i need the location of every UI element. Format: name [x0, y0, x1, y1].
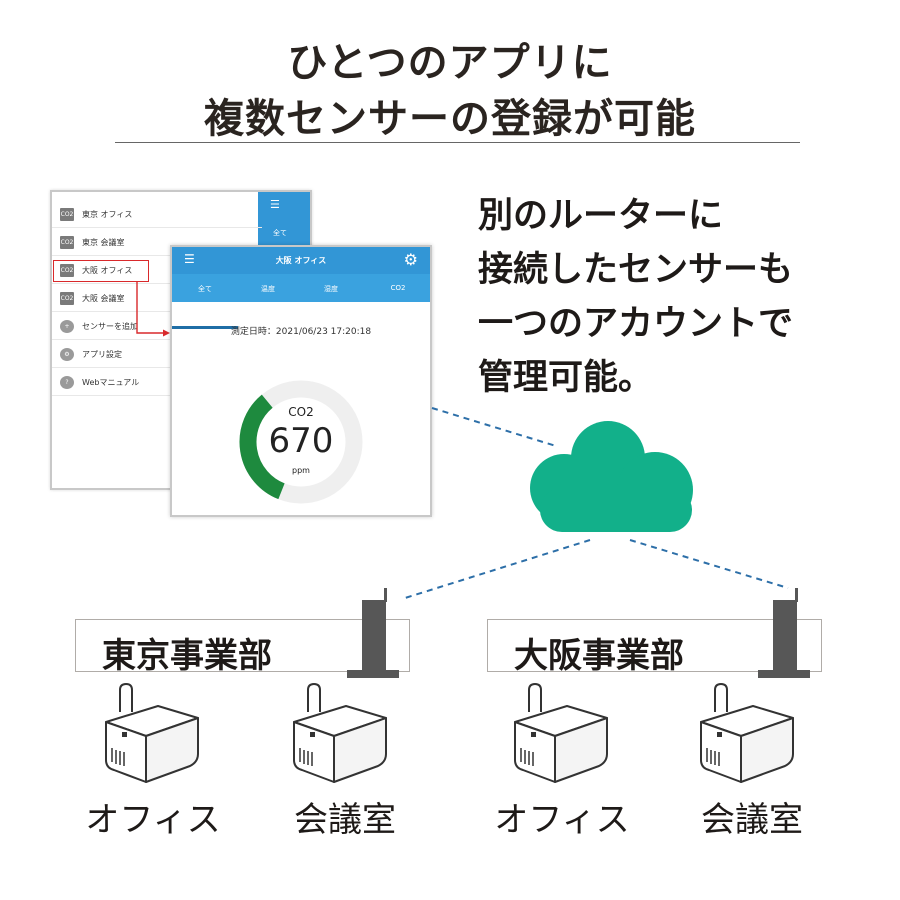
co2-icon: CO2 [60, 208, 74, 221]
menu-item-label: 東京 会議室 [82, 238, 125, 247]
co2-icon: CO2 [60, 264, 74, 277]
sensor-detail-screen: ☰ 大阪 オフィス ⚙ 全て 温度 湿度 CO2 測定日時：2021/06/23… [170, 245, 432, 517]
screen-title: 大阪 オフィス [275, 256, 327, 265]
menu-item-web-manual[interactable]: ? Webマニュアル [52, 368, 262, 396]
menu-item-label: 東京 オフィス [82, 210, 133, 219]
department-name: 大阪事業部 [514, 636, 684, 676]
menu-item-tokyo-meeting-room[interactable]: CO2 東京 会議室 [52, 228, 262, 256]
app-header: ☰ 大阪 オフィス ⚙ [172, 247, 430, 274]
active-tab-indicator [172, 326, 238, 329]
device-label-tokyo-meeting-room: 会議室 [294, 800, 396, 840]
department-osaka: 大阪事業部 [487, 619, 822, 676]
help-icon: ? [60, 376, 74, 389]
department-name: 東京事業部 [102, 636, 272, 676]
divider [115, 142, 800, 143]
sensor-device-icon [293, 683, 387, 783]
gauge-label: CO2 [288, 405, 314, 419]
headline-line-1: ひとつのアプリに [287, 40, 613, 86]
sensor-device-icon [514, 683, 608, 783]
sensor-device-icon [105, 683, 199, 783]
gauge-unit: ppm [292, 466, 310, 475]
menu-item-tokyo-office[interactable]: CO2 東京 オフィス [52, 200, 262, 228]
gauge-value: 670 [268, 421, 334, 461]
description-line-3: 一つのアカウントで [478, 304, 794, 344]
description-line-4: 管理可能。 [478, 358, 654, 398]
menu-item-add-sensor[interactable]: + センサーを追加 [52, 312, 262, 340]
menu-header: ☰ 全て [258, 192, 310, 246]
measurement-timestamp: 測定日時：2021/06/23 17:20:18 [230, 327, 372, 337]
headline-line-2: 複数センサーの登録が可能 [204, 96, 696, 142]
department-tokyo: 東京事業部 [75, 619, 410, 676]
plus-icon: + [60, 320, 74, 333]
menu-tab-all[interactable]: 全て [273, 229, 287, 237]
cloud-icon [530, 421, 693, 532]
co2-icon: CO2 [60, 236, 74, 249]
tab-co2[interactable]: CO2 [390, 284, 406, 292]
description-line-1: 別のルーターに [478, 196, 724, 236]
hamburger-icon[interactable]: ☰ [270, 198, 280, 211]
menu-item-label: 大阪 オフィス [82, 266, 133, 275]
tab-all[interactable]: 全て [198, 285, 212, 293]
menu-item-label: 大阪 会議室 [82, 294, 125, 303]
link-app-cloud [431, 407, 557, 447]
device-label-osaka-office: オフィス [494, 800, 630, 840]
hamburger-icon[interactable]: ☰ [184, 252, 195, 266]
device-label-tokyo-office: オフィス [85, 800, 221, 840]
link-cloud-tokyo [404, 539, 591, 599]
co2-icon: CO2 [60, 292, 74, 305]
selection-highlight [53, 260, 149, 282]
gear-icon[interactable]: ⚙ [403, 250, 418, 269]
description-line-2: 接続したセンサーも [478, 250, 794, 290]
sensor-device-icon [700, 683, 794, 783]
tab-humidity[interactable]: 湿度 [324, 285, 338, 293]
device-label-osaka-meeting-room: 会議室 [701, 800, 803, 840]
gear-icon: ⚙ [60, 348, 74, 361]
menu-item-label: センサーを追加 [82, 322, 138, 331]
co2-gauge: CO2 670 ppm [236, 377, 366, 507]
menu-item-label: アプリ設定 [82, 350, 122, 359]
tab-bar: 全て 温度 湿度 CO2 [172, 274, 430, 329]
link-cloud-osaka [629, 539, 789, 589]
gauge-value-arc [239, 394, 285, 500]
tab-temperature[interactable]: 温度 [261, 285, 275, 293]
menu-item-app-settings[interactable]: ⚙ アプリ設定 [52, 340, 262, 368]
menu-item-label: Webマニュアル [82, 378, 140, 387]
